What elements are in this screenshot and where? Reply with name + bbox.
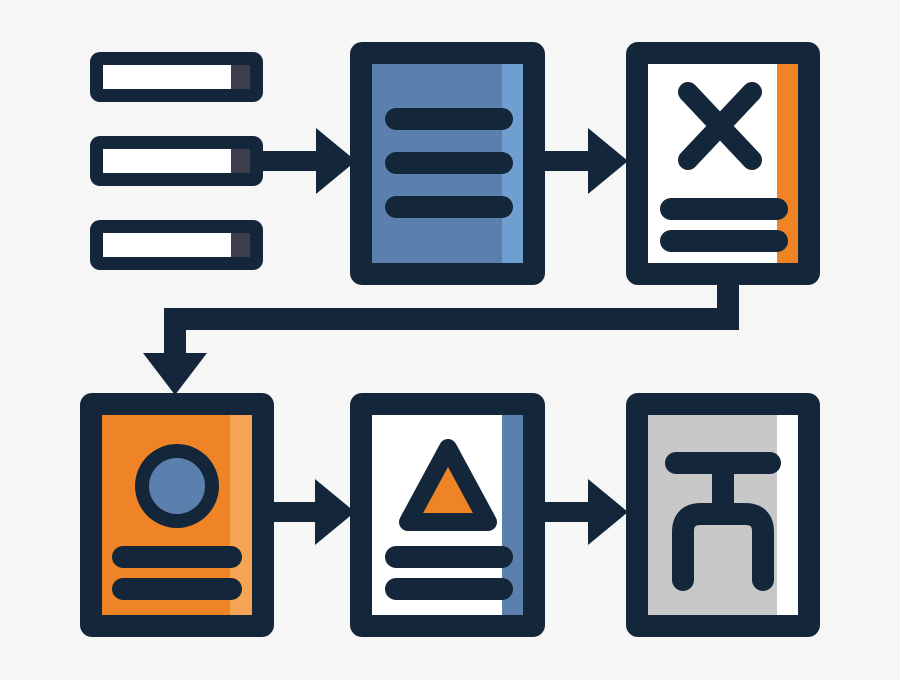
arrow-right-icon <box>545 128 628 194</box>
list-bar-bottom <box>90 220 263 270</box>
hierarchy-document-icon <box>626 393 820 637</box>
list-bar-middle <box>90 136 263 186</box>
elbow-arrow-down-icon <box>143 285 739 395</box>
arrow-right-icon <box>263 128 356 194</box>
list-bar-top <box>90 52 263 102</box>
list-stack-icon <box>90 52 263 270</box>
x-document-icon <box>626 42 820 285</box>
triangle-document-icon <box>350 393 545 637</box>
circle-document-icon <box>80 393 274 637</box>
arrow-right-icon <box>545 479 628 545</box>
arrow-right-icon <box>274 479 355 545</box>
text-document-icon <box>350 42 545 285</box>
